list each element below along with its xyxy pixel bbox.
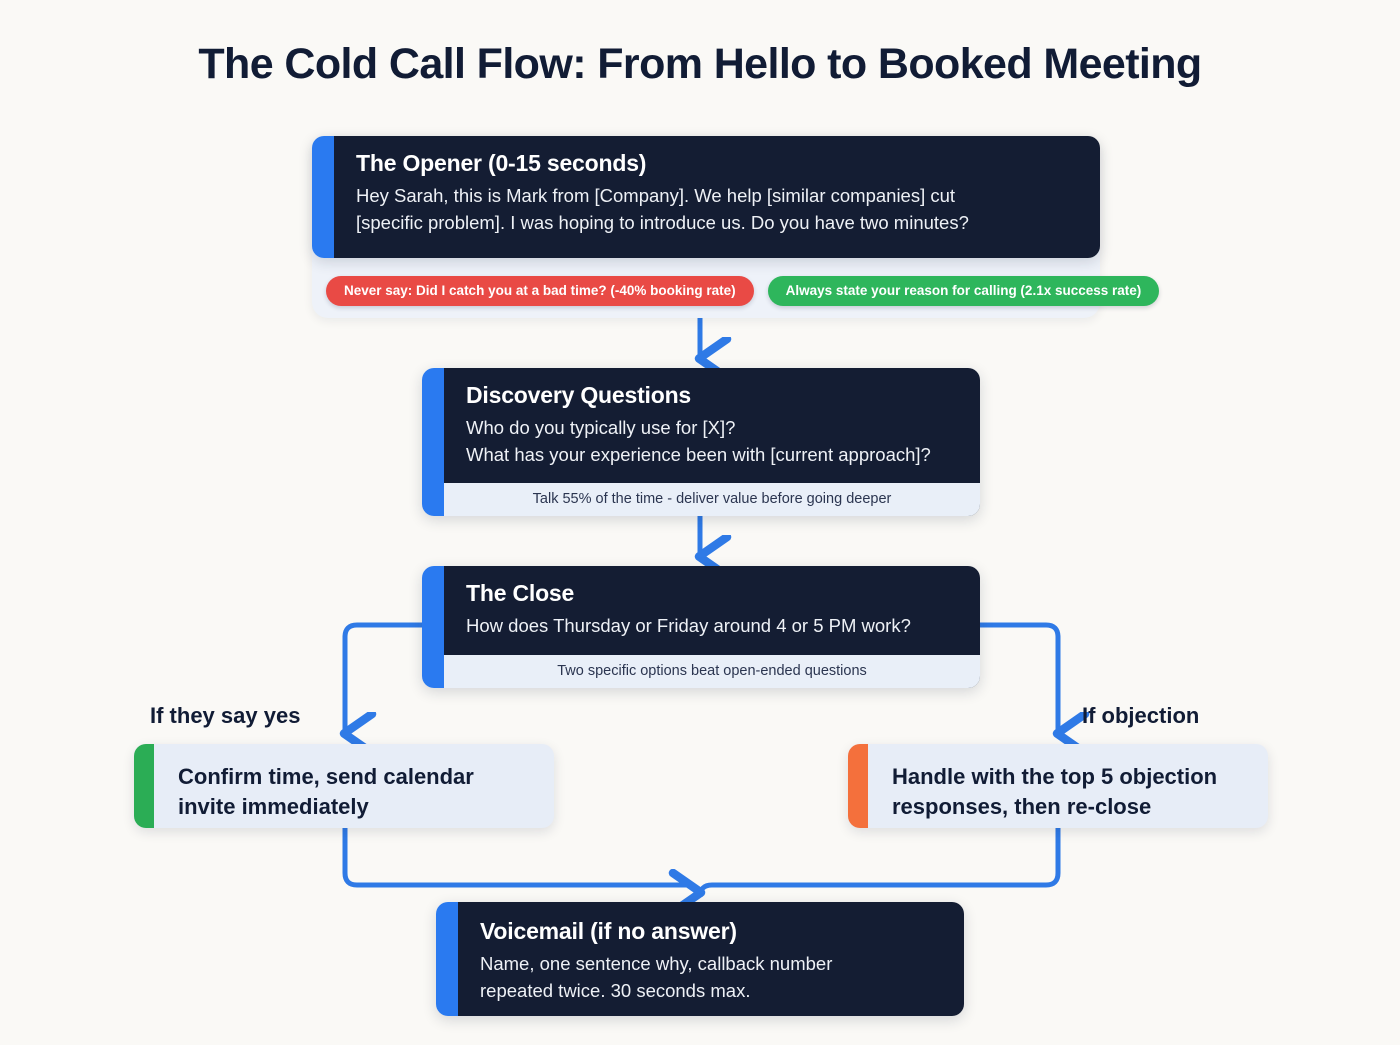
card-objection-outcome[interactable]: Handle with the top 5 objection response… (848, 744, 1268, 828)
opener-pill-row: Never say: Did I catch you at a bad time… (326, 276, 1160, 306)
branch-label-yes: If they say yes (150, 703, 301, 728)
card-opener-accent-bar (312, 136, 334, 258)
card-yes-outcome[interactable]: Confirm time, send calendar invite immed… (134, 744, 554, 828)
card-opener-text-line2: [specific problem]. I was hoping to intr… (356, 211, 969, 233)
card-opener-title: The Opener (0-15 seconds) (356, 150, 647, 176)
card-discovery-text-line2: What has your experience been with [curr… (466, 443, 931, 465)
card-voicemail-title: Voicemail (if no answer) (480, 918, 737, 944)
card-close-body: The Close How does Thursday or Friday ar… (444, 566, 980, 688)
card-voicemail-text-line2: repeated twice. 30 seconds max. (480, 979, 751, 1001)
card-opener-text-line1: Hey Sarah, this is Mark from [Company]. … (356, 185, 956, 206)
card-close-title: The Close (466, 580, 575, 606)
card-opener[interactable]: The Opener (0-15 seconds) Hey Sarah, thi… (312, 136, 1100, 258)
card-yes-outcome-text: Confirm time, send calendar invite immed… (154, 744, 554, 828)
card-discovery-accent-bar (422, 368, 444, 516)
card-discovery-text-line1: Who do you typically use for [X]? (466, 417, 736, 438)
card-discovery-title: Discovery Questions (466, 382, 692, 408)
card-close-text-line1: How does Thursday or Friday around 4 or … (466, 615, 911, 636)
connector-close-to-objection (972, 622, 1058, 733)
card-yes-outcome-line1: Confirm time, send calendar (178, 764, 474, 789)
card-yes-outcome-accent-bar (134, 744, 154, 828)
card-close-accent-bar (422, 566, 444, 688)
card-discovery-note: Talk 55% of the time - deliver value bef… (444, 483, 980, 516)
connector-yes-to-voicemail (342, 825, 700, 897)
card-close-note: Two specific options beat open-ended que… (444, 655, 980, 688)
card-close[interactable]: The Close How does Thursday or Friday ar… (422, 566, 980, 688)
card-voicemail-accent-bar (436, 902, 458, 1016)
card-opener-body: The Opener (0-15 seconds) Hey Sarah, thi… (334, 136, 1100, 258)
card-objection-outcome-line2: responses, then re-close (892, 793, 1152, 819)
card-objection-outcome-accent-bar (848, 744, 868, 828)
card-discovery-text: Who do you typically use for [X]? What h… (466, 415, 958, 469)
pill-always-state[interactable]: Always state your reason for calling (2.… (767, 276, 1160, 306)
connector-close-to-yes (345, 622, 431, 733)
card-objection-outcome-line1: Handle with the top 5 objection (892, 764, 1218, 789)
card-opener-text: Hey Sarah, this is Mark from [Company]. … (356, 183, 1078, 237)
card-voicemail-text: Name, one sentence why, callback number … (480, 951, 942, 1005)
card-voicemail[interactable]: Voicemail (if no answer) Name, one sente… (436, 902, 964, 1016)
card-discovery[interactable]: Discovery Questions Who do you typically… (422, 368, 980, 516)
card-yes-outcome-line2: invite immediately (178, 793, 369, 819)
page-title: The Cold Call Flow: From Hello to Booked… (198, 40, 1202, 88)
card-close-text: How does Thursday or Friday around 4 or … (466, 613, 958, 640)
card-voicemail-body: Voicemail (if no answer) Name, one sente… (458, 902, 964, 1016)
connector-objection-to-voicemail (697, 825, 1061, 898)
pill-never-say[interactable]: Never say: Did I catch you at a bad time… (326, 276, 754, 306)
card-voicemail-text-line1: Name, one sentence why, callback number (480, 953, 833, 974)
branch-label-objection: If objection (1082, 703, 1200, 728)
card-discovery-body: Discovery Questions Who do you typically… (444, 368, 980, 516)
card-objection-outcome-text: Handle with the top 5 objection response… (868, 744, 1268, 828)
